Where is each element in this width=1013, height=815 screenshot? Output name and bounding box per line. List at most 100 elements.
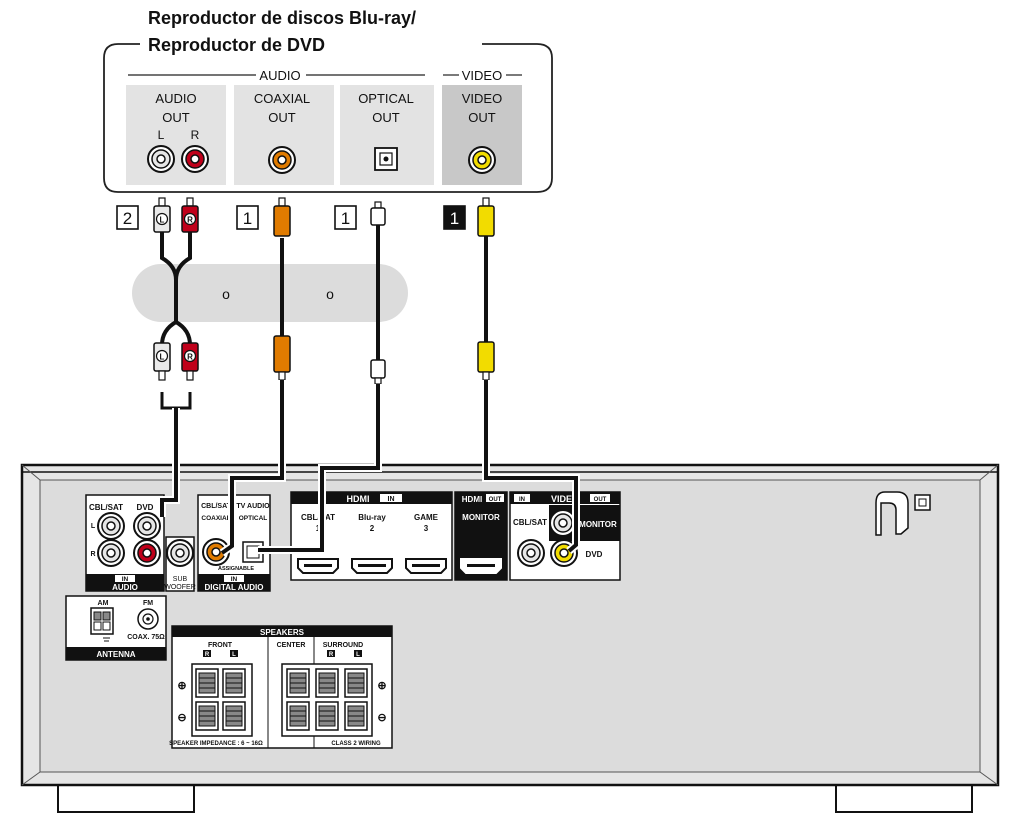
svg-text:DVD: DVD xyxy=(586,550,603,559)
svg-text:R: R xyxy=(90,551,95,558)
group-audio-label: AUDIO xyxy=(259,68,300,83)
audio-out-r: R xyxy=(191,128,200,142)
svg-text:WOOFER: WOOFER xyxy=(164,584,196,591)
coaxial-plug-bottom xyxy=(273,335,291,381)
hdmi-out-section: HDMI OUT MONITOR xyxy=(454,491,508,581)
front-l-minus-terminal xyxy=(222,701,246,731)
svg-text:SPEAKER IMPEDANCE : 6 ~ 16Ω: SPEAKER IMPEDANCE : 6 ~ 16Ω xyxy=(169,741,263,747)
coaxial-plug-top xyxy=(273,197,291,237)
speaker-plus-right: ⊕ xyxy=(377,680,386,692)
video-section: IN VIDEO OUT CBL/SAT MONITOR DVD xyxy=(509,491,621,581)
svg-text:SUB: SUB xyxy=(173,576,188,583)
svg-text:DIGITAL AUDIO: DIGITAL AUDIO xyxy=(205,583,264,592)
receiver-cable-routing xyxy=(158,380,580,557)
svg-text:L: L xyxy=(356,652,360,658)
surround-r-minus-terminal xyxy=(315,701,339,731)
svg-text:L: L xyxy=(91,523,96,530)
video-plug-bottom xyxy=(477,341,495,381)
audio-plug-l-bottom: L xyxy=(153,342,171,381)
svg-text:2: 2 xyxy=(123,209,132,228)
hdmi-in-1-port xyxy=(297,558,339,574)
svg-text:HDMI: HDMI xyxy=(462,495,482,504)
svg-text:IN: IN xyxy=(122,576,129,583)
optical-out-jack xyxy=(374,147,398,171)
speakers-section: SPEAKERS FRONT CENTER SURROUND R L R L ⊕… xyxy=(169,625,393,749)
surround-l-minus-terminal xyxy=(344,701,368,731)
alternative-marker-b: o xyxy=(326,286,334,302)
front-r-plus-terminal xyxy=(195,668,219,698)
svg-text:COAX. 75Ω: COAX. 75Ω xyxy=(127,634,165,641)
optical-out-line1: OPTICAL xyxy=(358,91,414,106)
surround-r-plus-terminal xyxy=(315,668,339,698)
audio-plug-r-top: R xyxy=(181,197,199,233)
svg-text:VIDEO: VIDEO xyxy=(551,494,579,504)
receiver-rear-panel: CBL/SAT DVD L R IN AUDIO SUB WOOFER CBL/… xyxy=(20,380,1000,813)
svg-text:CLASS 2 WIRING: CLASS 2 WIRING xyxy=(331,741,381,747)
svg-text:L: L xyxy=(160,216,165,225)
audio-out-line2: OUT xyxy=(162,110,190,125)
svg-text:IN: IN xyxy=(519,497,525,503)
audio-plug-l-top: L xyxy=(153,197,171,233)
cables: 2 1 1 1 o o L R xyxy=(116,197,495,410)
svg-text:R: R xyxy=(205,652,210,658)
svg-text:TV AUDIO: TV AUDIO xyxy=(236,503,270,510)
svg-text:COAXIAL: COAXIAL xyxy=(201,515,230,522)
surround-l-plus-terminal xyxy=(344,668,368,698)
svg-text:CBL/SAT: CBL/SAT xyxy=(201,503,232,510)
svg-text:Blu-ray: Blu-ray xyxy=(358,513,386,522)
video-out-jack xyxy=(468,146,496,174)
svg-text:ASSIGNABLE: ASSIGNABLE xyxy=(218,566,254,572)
video-out-line1: VIDEO xyxy=(462,91,502,106)
svg-text:L: L xyxy=(160,353,165,362)
svg-text:SPEAKERS: SPEAKERS xyxy=(260,628,305,637)
group-video-label: VIDEO xyxy=(462,68,502,83)
svg-text:DVD: DVD xyxy=(137,503,154,512)
coaxial-out-jack xyxy=(268,146,296,174)
svg-text:CBL/SAT: CBL/SAT xyxy=(513,518,547,527)
front-l-plus-terminal xyxy=(222,668,246,698)
svg-text:R: R xyxy=(329,652,334,658)
svg-text:ANTENNA: ANTENNA xyxy=(96,650,135,659)
cable-number-audio xyxy=(116,205,139,230)
svg-text:OUT: OUT xyxy=(594,497,607,503)
front-r-minus-terminal xyxy=(195,701,219,731)
optical-plug-bottom xyxy=(370,359,386,385)
audio-plug-r-bottom: R xyxy=(181,342,199,381)
video-cbl-sat-in-jack xyxy=(517,539,545,567)
source-title-line2: Reproductor de DVD xyxy=(148,35,325,55)
svg-text:FRONT: FRONT xyxy=(208,642,233,649)
alternative-marker-a: o xyxy=(222,286,230,302)
center-plus-terminal xyxy=(286,668,310,698)
svg-text:3: 3 xyxy=(424,524,429,533)
source-title-line1: Reproductor de discos Blu-ray/ xyxy=(148,8,416,28)
optical-plug-top xyxy=(370,201,386,226)
svg-text:OPTICAL: OPTICAL xyxy=(239,515,268,522)
video-out-line2: OUT xyxy=(468,110,496,125)
svg-text:IN: IN xyxy=(231,576,238,583)
hdmi-in-3-port xyxy=(405,558,447,574)
svg-text:FM: FM xyxy=(143,600,153,607)
svg-text:R: R xyxy=(187,216,193,225)
video-plug-top xyxy=(477,197,495,237)
optical-out-line2: OUT xyxy=(372,110,400,125)
cbl-sat-audio-l-jack xyxy=(97,512,125,540)
audio-out-l: L xyxy=(158,128,165,142)
svg-text:1: 1 xyxy=(243,209,252,228)
speaker-plus-left: ⊕ xyxy=(177,680,186,692)
svg-text:CBL/SAT: CBL/SAT xyxy=(89,503,123,512)
svg-text:IN: IN xyxy=(388,496,395,503)
subwoofer-section: SUB WOOFER xyxy=(164,536,196,592)
svg-text:HDMI: HDMI xyxy=(347,494,370,504)
audio-in-section: CBL/SAT DVD L R IN AUDIO xyxy=(85,494,165,592)
svg-text:GAME: GAME xyxy=(414,513,439,522)
cable-number-video xyxy=(443,205,466,230)
center-minus-terminal xyxy=(286,701,310,731)
source-device: Reproductor de discos Blu-ray/ Reproduct… xyxy=(103,8,553,193)
audio-out-l-jack xyxy=(147,145,175,173)
dvd-audio-r-jack xyxy=(133,539,161,567)
svg-text:2: 2 xyxy=(370,524,375,533)
coaxial-out-line1: COAXIAL xyxy=(254,91,310,106)
audio-out-line1: AUDIO xyxy=(155,91,196,106)
alternative-connection-band xyxy=(132,264,408,322)
